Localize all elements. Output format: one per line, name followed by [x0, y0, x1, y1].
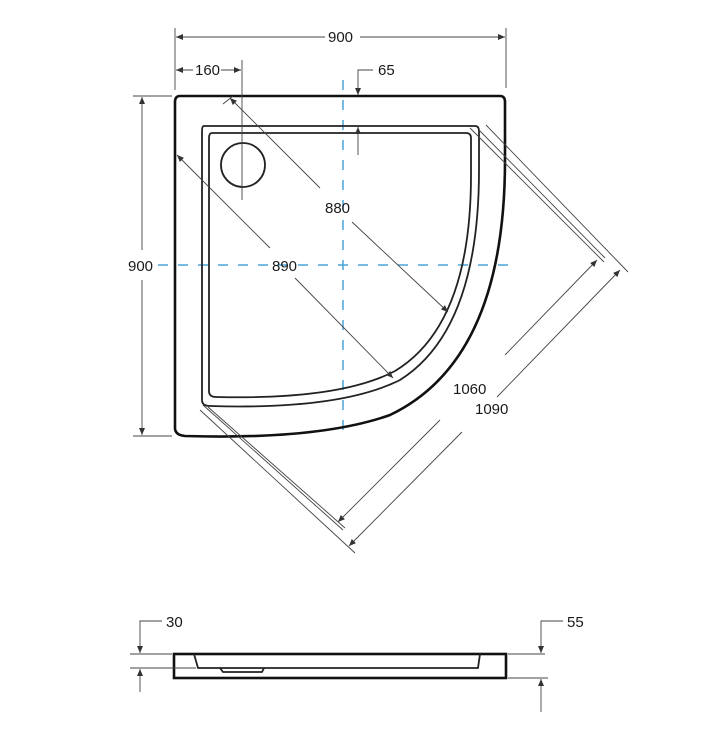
dim-drain-offset: 160	[195, 62, 220, 79]
drain-icon	[220, 142, 266, 188]
dim-overall-width: 900	[328, 29, 353, 46]
dim-inner-diagonal: 880	[325, 200, 350, 217]
tray-outer-outline	[173, 94, 507, 438]
tray-side-profile	[172, 652, 508, 680]
dim-outer-span: 1090	[475, 401, 508, 418]
plan-view: 900 160 65 900 880 890 1	[128, 28, 629, 554]
dim-total-height: 55	[567, 614, 584, 631]
drain-profile	[219, 667, 265, 673]
side-view: 30 55	[130, 614, 584, 712]
dim-outer-diagonal: 890	[272, 258, 297, 275]
dim-inner-span: 1060	[453, 381, 486, 398]
dim-rim-width: 65	[378, 62, 395, 79]
tray-rim-outline	[201, 125, 480, 408]
tray-basin-profile	[193, 653, 481, 669]
dim-overall-depth: 900	[128, 258, 153, 275]
tray-basin-outline	[208, 132, 472, 399]
dim-tray-depth: 30	[166, 614, 183, 631]
